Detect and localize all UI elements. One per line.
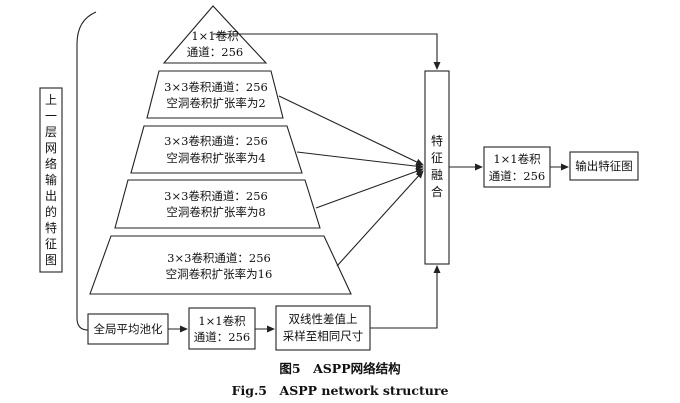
- branch-atrous-rate-2: [146, 70, 284, 119]
- arrow-rate2-to-fusion: [278, 95, 424, 166]
- input-char: 网: [45, 141, 57, 155]
- fusion-char: 征: [431, 151, 443, 165]
- branch-rate4-line1: 3×3卷积通道：256: [164, 134, 268, 148]
- arrow-rate16-to-fusion: [336, 170, 424, 267]
- fusion-char: 融: [431, 168, 443, 182]
- post-conv-line1: 1×1卷积: [493, 152, 541, 166]
- pool-conv-line1: 1×1卷积: [198, 314, 246, 328]
- post-conv-box: [483, 146, 551, 188]
- branch-atrous-rate-16: [89, 235, 352, 295]
- input-feature-map-box: [39, 87, 63, 273]
- branch-rate2-line1: 3×3卷积通道：256: [164, 80, 268, 94]
- branch-rate16-line1: 3×3卷积通道：256: [167, 251, 271, 265]
- input-char: 图: [45, 253, 57, 267]
- arrow-upsample-to-fusion: [370, 265, 441, 329]
- upsample-box: [275, 305, 371, 351]
- input-char: 征: [45, 237, 57, 251]
- output-feature-map-label: 输出特征图: [575, 159, 633, 173]
- arrow-rate8-to-fusion: [315, 168, 424, 209]
- branch-atrous-rate-8: [114, 179, 321, 229]
- branch-rate8-line2: 空洞卷积扩张率为8: [166, 205, 265, 219]
- post-conv-line2: 通道：256: [489, 169, 545, 183]
- input-char: 的: [45, 204, 57, 219]
- branch-rate8-line1: 3×3卷积通道：256: [164, 189, 268, 203]
- output-feature-map-box: [569, 151, 639, 181]
- fusion-char: 特: [431, 133, 443, 148]
- arrow-rate4-to-fusion: [296, 151, 424, 170]
- branch-rate2-line2: 空洞卷积扩张率为2: [166, 96, 265, 110]
- upsample-line1: 双线性差值上: [289, 312, 358, 326]
- branch-atrous-rate-4: [130, 125, 303, 174]
- input-char: 出: [45, 189, 57, 203]
- arrow-1x1-to-fusion: [213, 33, 441, 70]
- pool-conv-line2: 通道：256: [194, 330, 250, 344]
- caption-english: Fig.5 ASPP network structure: [232, 383, 449, 398]
- input-char: 一: [45, 109, 57, 123]
- branch-1x1-line2: 通道：256: [187, 45, 243, 59]
- input-char: 络: [45, 156, 57, 171]
- feature-fusion-label: 特 征 融 合: [431, 133, 443, 199]
- branch-rate16-line2: 空洞卷积扩张率为16: [166, 267, 273, 281]
- caption-chinese: 图5 ASPP网络结构: [279, 361, 400, 376]
- input-char: 上: [45, 93, 57, 107]
- input-brace-line: [76, 11, 97, 331]
- input-char: 特: [45, 220, 57, 235]
- branch-1x1-line1: 1×1卷积: [191, 29, 239, 43]
- upsample-line2: 采样至相同尺寸: [283, 329, 364, 343]
- pool-conv-box: [188, 307, 256, 350]
- global-avg-pool-label: 全局平均池化: [94, 322, 163, 336]
- fusion-char: 合: [431, 184, 443, 199]
- input-char: 层: [45, 125, 57, 139]
- branch-rate4-line2: 空洞卷积扩张率为4: [166, 151, 265, 165]
- input-feature-map-label: 上 一 层 网 络 输 出 的 特 征 图: [45, 93, 57, 267]
- input-char: 输: [45, 172, 57, 187]
